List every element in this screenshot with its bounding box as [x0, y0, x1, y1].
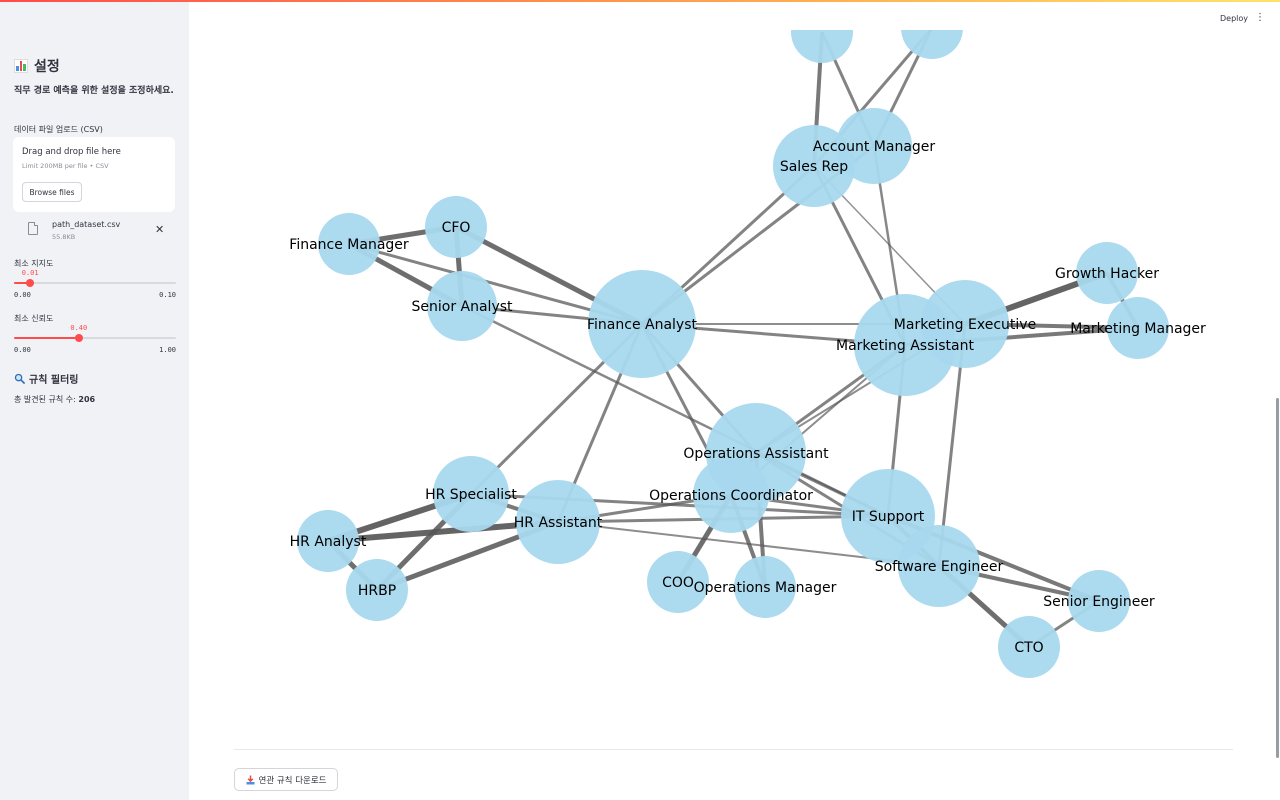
- graph-node-fa: [588, 270, 696, 378]
- graph-node-cfo: [425, 196, 487, 258]
- graph-node-label: Finance Analyst: [587, 317, 698, 333]
- graph-node-label: Growth Hacker: [1055, 266, 1159, 282]
- bar-chart-icon: [14, 59, 28, 73]
- slider-track: [14, 337, 176, 339]
- slider-track: [14, 282, 176, 284]
- graph-node-ma: [854, 294, 956, 396]
- graph-node-label: Finance Manager: [289, 237, 409, 253]
- file-icon: [28, 222, 38, 235]
- slider-fill: [14, 282, 31, 284]
- deploy-button[interactable]: Deploy: [1220, 14, 1249, 23]
- graph-node-se: [898, 525, 980, 607]
- sidebar-title: 설정: [14, 56, 60, 76]
- support-label: 최소 지지도: [14, 259, 54, 268]
- graph-node-label: Operations Coordinator: [649, 488, 813, 504]
- filter-heading: 규칙 필터링: [14, 371, 78, 386]
- graph-node-fm: [318, 213, 380, 275]
- file-dropzone[interactable]: Drag and drop file here Limit 200MB per …: [13, 137, 175, 212]
- slider-thumb[interactable]: [74, 334, 83, 342]
- graph-nodes: [297, 30, 1169, 678]
- kebab-icon[interactable]: ⋮: [1255, 12, 1265, 23]
- slider-fill: [14, 337, 79, 339]
- divider: [234, 749, 1233, 750]
- graph-node-label: Marketing Assistant: [836, 338, 975, 354]
- sidebar-title-text: 설정: [34, 59, 60, 75]
- graph-node-label: Marketing Executive: [894, 317, 1036, 333]
- graph-node-top1: [791, 30, 853, 63]
- filter-title: 규칙 필터링: [29, 375, 79, 386]
- slider-value: 0.01: [21, 269, 39, 277]
- graph-node-hrbp: [346, 559, 408, 621]
- confidence-slider[interactable]: 0.40 0.00 1.00: [14, 324, 176, 354]
- rule-count-value: 206: [78, 395, 96, 404]
- slider-thumb[interactable]: [26, 279, 35, 287]
- slider-min: 0.00: [14, 291, 31, 299]
- graph-node-label: HRBP: [358, 583, 396, 599]
- top-accent-bar: [0, 0, 1280, 2]
- graph-node-top2: [901, 30, 963, 59]
- graph-node-label: Operations Manager: [694, 580, 837, 596]
- rule-count-label: 총 발견된 규칙 수:: [14, 395, 76, 404]
- graph-node-hrs: [433, 456, 509, 532]
- graph-node-label: HR Assistant: [514, 515, 603, 531]
- slider-value: 0.40: [70, 324, 88, 332]
- close-icon[interactable]: ✕: [155, 223, 165, 236]
- download-rules-button[interactable]: 연관 규칙 다운로드: [234, 768, 338, 791]
- graph-node-am: [836, 108, 912, 184]
- scrollbar[interactable]: [1276, 398, 1279, 758]
- graph-node-sa: [427, 271, 497, 341]
- graph-node-coo: [647, 551, 709, 613]
- graph-node-label: IT Support: [852, 509, 925, 525]
- slider-min: 0.00: [14, 346, 31, 354]
- graph-node-label: Software Engineer: [875, 559, 1004, 575]
- uploaded-file: path_dataset.csv 55.8KB ✕: [13, 216, 175, 244]
- rule-count: 총 발견된 규칙 수: 206: [14, 394, 95, 405]
- slider-max: 0.10: [159, 291, 176, 299]
- graph-node-label: HR Specialist: [425, 487, 517, 503]
- magnifier-icon: [14, 373, 25, 384]
- support-slider[interactable]: 0.01 0.00 0.10: [14, 269, 176, 299]
- graph-node-label: Senior Analyst: [411, 299, 513, 315]
- graph-node-label: HR Analyst: [290, 534, 367, 550]
- graph-node-label: COO: [662, 575, 694, 591]
- download-rules-label: 연관 규칙 다운로드: [258, 775, 327, 786]
- file-name: path_dataset.csv: [52, 220, 121, 229]
- graph-node-cto: [998, 616, 1060, 678]
- browse-files-button[interactable]: Browse files: [22, 182, 82, 202]
- graph-node-mm: [1107, 297, 1169, 359]
- graph-node-gh: [1076, 242, 1138, 304]
- graph-node-label: Account Manager: [813, 139, 936, 155]
- graph-node-han: [297, 510, 359, 572]
- graph-node-oc: [693, 457, 769, 533]
- sidebar-description: 직무 경로 예측을 위한 설정을 조정하세요.: [14, 86, 174, 96]
- graph-node-label: Marketing Manager: [1070, 321, 1206, 337]
- graph-node-label: Senior Engineer: [1043, 594, 1155, 610]
- graph-node-om: [734, 556, 796, 618]
- graph-node-label: Operations Assistant: [683, 446, 829, 462]
- graph-node-sr: [773, 125, 855, 207]
- confidence-label: 최소 신뢰도: [14, 314, 54, 323]
- graph-node-label: CFO: [442, 220, 471, 236]
- upload-label: 데이터 파일 업로드 (CSV): [14, 125, 103, 134]
- file-size: 55.8KB: [52, 233, 76, 241]
- slider-max: 1.00: [159, 346, 176, 354]
- dropzone-limit: Limit 200MB per file • CSV: [22, 162, 109, 170]
- graph-node-label: Sales Rep: [780, 159, 848, 175]
- graph-node-hra: [516, 480, 600, 564]
- sidebar: 설정 직무 경로 예측을 위한 설정을 조정하세요. 데이터 파일 업로드 (C…: [0, 2, 189, 800]
- dropzone-text: Drag and drop file here: [22, 147, 121, 157]
- graph-node-seng: [1068, 570, 1130, 632]
- graph-node-label: CTO: [1014, 640, 1043, 656]
- download-icon: [246, 775, 255, 784]
